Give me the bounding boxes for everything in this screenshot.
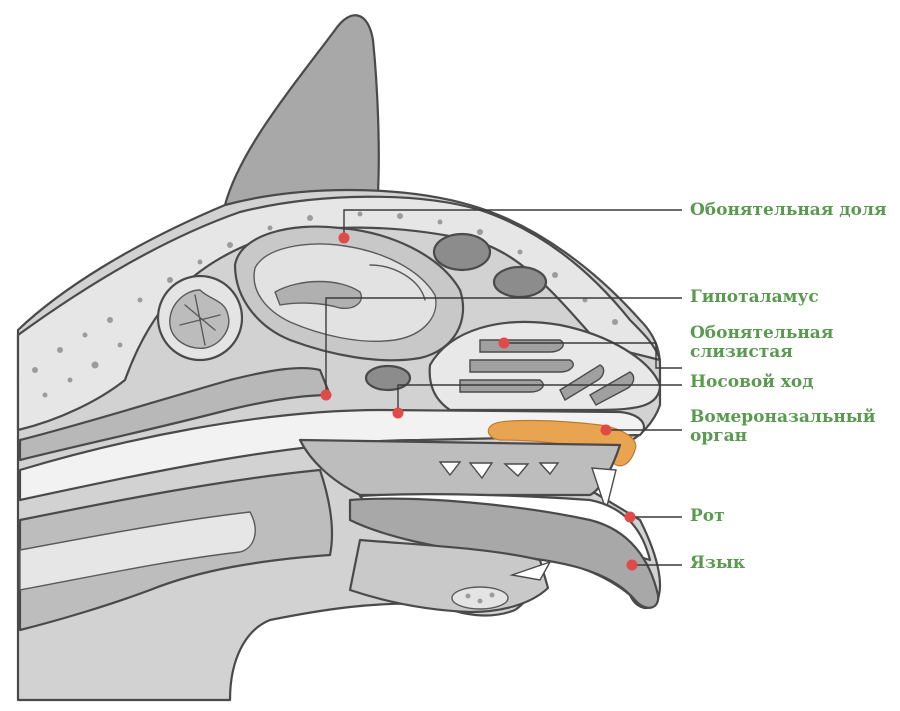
label-mouth: Рот bbox=[690, 506, 725, 526]
label-olfactory-mucosa-line2: слизистая bbox=[690, 342, 793, 362]
cerebellum bbox=[156, 274, 244, 362]
jaw-speckles bbox=[465, 592, 495, 604]
marker-olfactory-lobe bbox=[338, 232, 350, 244]
ear bbox=[223, 14, 380, 207]
jaw-bone bbox=[451, 586, 509, 610]
label-tongue: Язык bbox=[690, 553, 746, 573]
marker-vomeronasal-organ bbox=[600, 424, 612, 436]
nasal-turbinates bbox=[459, 339, 635, 406]
corpus-callosum bbox=[274, 280, 362, 309]
upper-teeth bbox=[438, 461, 617, 513]
label-olfactory-mucosa-line1: Обонятельная bbox=[690, 323, 834, 343]
marker-tongue bbox=[626, 559, 638, 571]
hypothalamus-region bbox=[364, 364, 412, 392]
pharynx bbox=[19, 511, 256, 591]
marker-hypothalamus bbox=[320, 389, 332, 401]
label-nasal-passage: Носовой ход bbox=[690, 372, 814, 392]
upper-jaw bbox=[298, 438, 622, 497]
marker-dots bbox=[320, 232, 638, 571]
marker-mouth bbox=[624, 511, 636, 523]
olfactory-bulb-upper bbox=[432, 232, 492, 272]
bone-speckles bbox=[32, 211, 618, 398]
leader-lines bbox=[325, 209, 682, 566]
marker-nasal-passage bbox=[392, 407, 404, 419]
label-vomeronasal-line1: Вомероназальный bbox=[690, 407, 876, 427]
brain-fold bbox=[369, 264, 426, 301]
olfactory-bulb-lower bbox=[492, 265, 548, 299]
label-hypothalamus: Гипоталамус bbox=[690, 287, 819, 307]
label-olfactory-lobe: Обонятельная доля bbox=[690, 200, 887, 220]
label-vomeronasal-line2: орган bbox=[690, 426, 748, 446]
lower-canine bbox=[509, 560, 552, 581]
marker-olfactory-mucosa bbox=[498, 337, 510, 349]
